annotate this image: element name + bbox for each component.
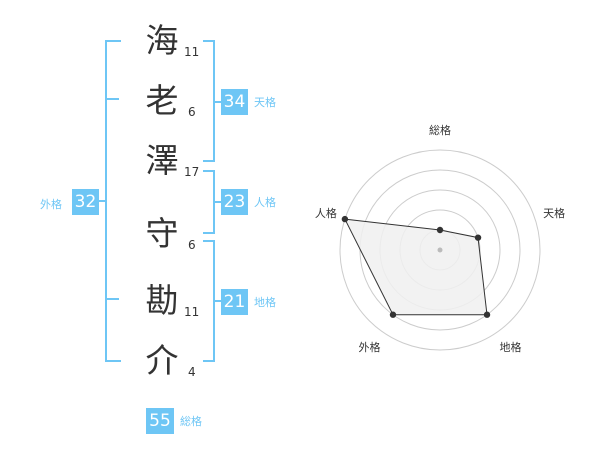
- stroke-count-4: 6: [188, 238, 196, 252]
- stroke-count-5: 11: [184, 305, 200, 319]
- radar-point-2: [474, 234, 482, 241]
- gaikaku-connector: [98, 200, 106, 202]
- radar-axis-label-2: 天格: [543, 206, 565, 220]
- gaikaku-label: 外格: [40, 198, 62, 211]
- stroke-count-1: 11: [184, 45, 200, 59]
- jinkaku-connector: [213, 201, 221, 203]
- chikaku-label: 地格: [254, 296, 276, 309]
- name-char-5: 勘: [145, 281, 179, 320]
- radar-point-4: [389, 311, 397, 318]
- stroke-count-2: 6: [188, 105, 196, 119]
- radar-point-5: [341, 215, 349, 223]
- radar-point-1: [436, 226, 444, 234]
- chikaku-value: 21: [221, 289, 248, 315]
- stroke-count-6: 4: [188, 365, 196, 379]
- name-char-1: 海: [145, 21, 179, 60]
- radar-axis-label-5: 人格: [315, 206, 337, 220]
- soukaku-label: 総格: [180, 415, 202, 428]
- tenkaku-value: 34: [221, 89, 248, 115]
- jinkaku-value: 23: [221, 189, 248, 215]
- radar-grid-ring-5: [339, 149, 541, 351]
- gaikaku-inner-tick-2: [105, 298, 119, 300]
- radar-area: [344, 218, 488, 316]
- radar-axis-label-3: 地格: [500, 340, 522, 354]
- name-char-4: 守: [145, 214, 179, 253]
- tenkaku-label: 天格: [254, 96, 276, 109]
- radar-center: [437, 247, 443, 253]
- radar-axis-label-1: 総格: [429, 123, 451, 137]
- chikaku-connector: [213, 300, 221, 302]
- gaikaku-bracket: [105, 40, 121, 362]
- gaikaku-inner-tick-1: [105, 98, 119, 100]
- soukaku-value: 55: [146, 408, 174, 434]
- stroke-count-3: 17: [184, 165, 200, 179]
- radar-point-3: [483, 311, 491, 318]
- radar-axis-label-4: 外格: [359, 340, 381, 354]
- jinkaku-label: 人格: [254, 196, 276, 209]
- gaikaku-value: 32: [72, 189, 99, 215]
- name-char-6: 介: [145, 341, 179, 380]
- tenkaku-connector: [213, 101, 221, 103]
- name-char-2: 老: [145, 81, 179, 120]
- name-char-3: 澤: [145, 141, 179, 180]
